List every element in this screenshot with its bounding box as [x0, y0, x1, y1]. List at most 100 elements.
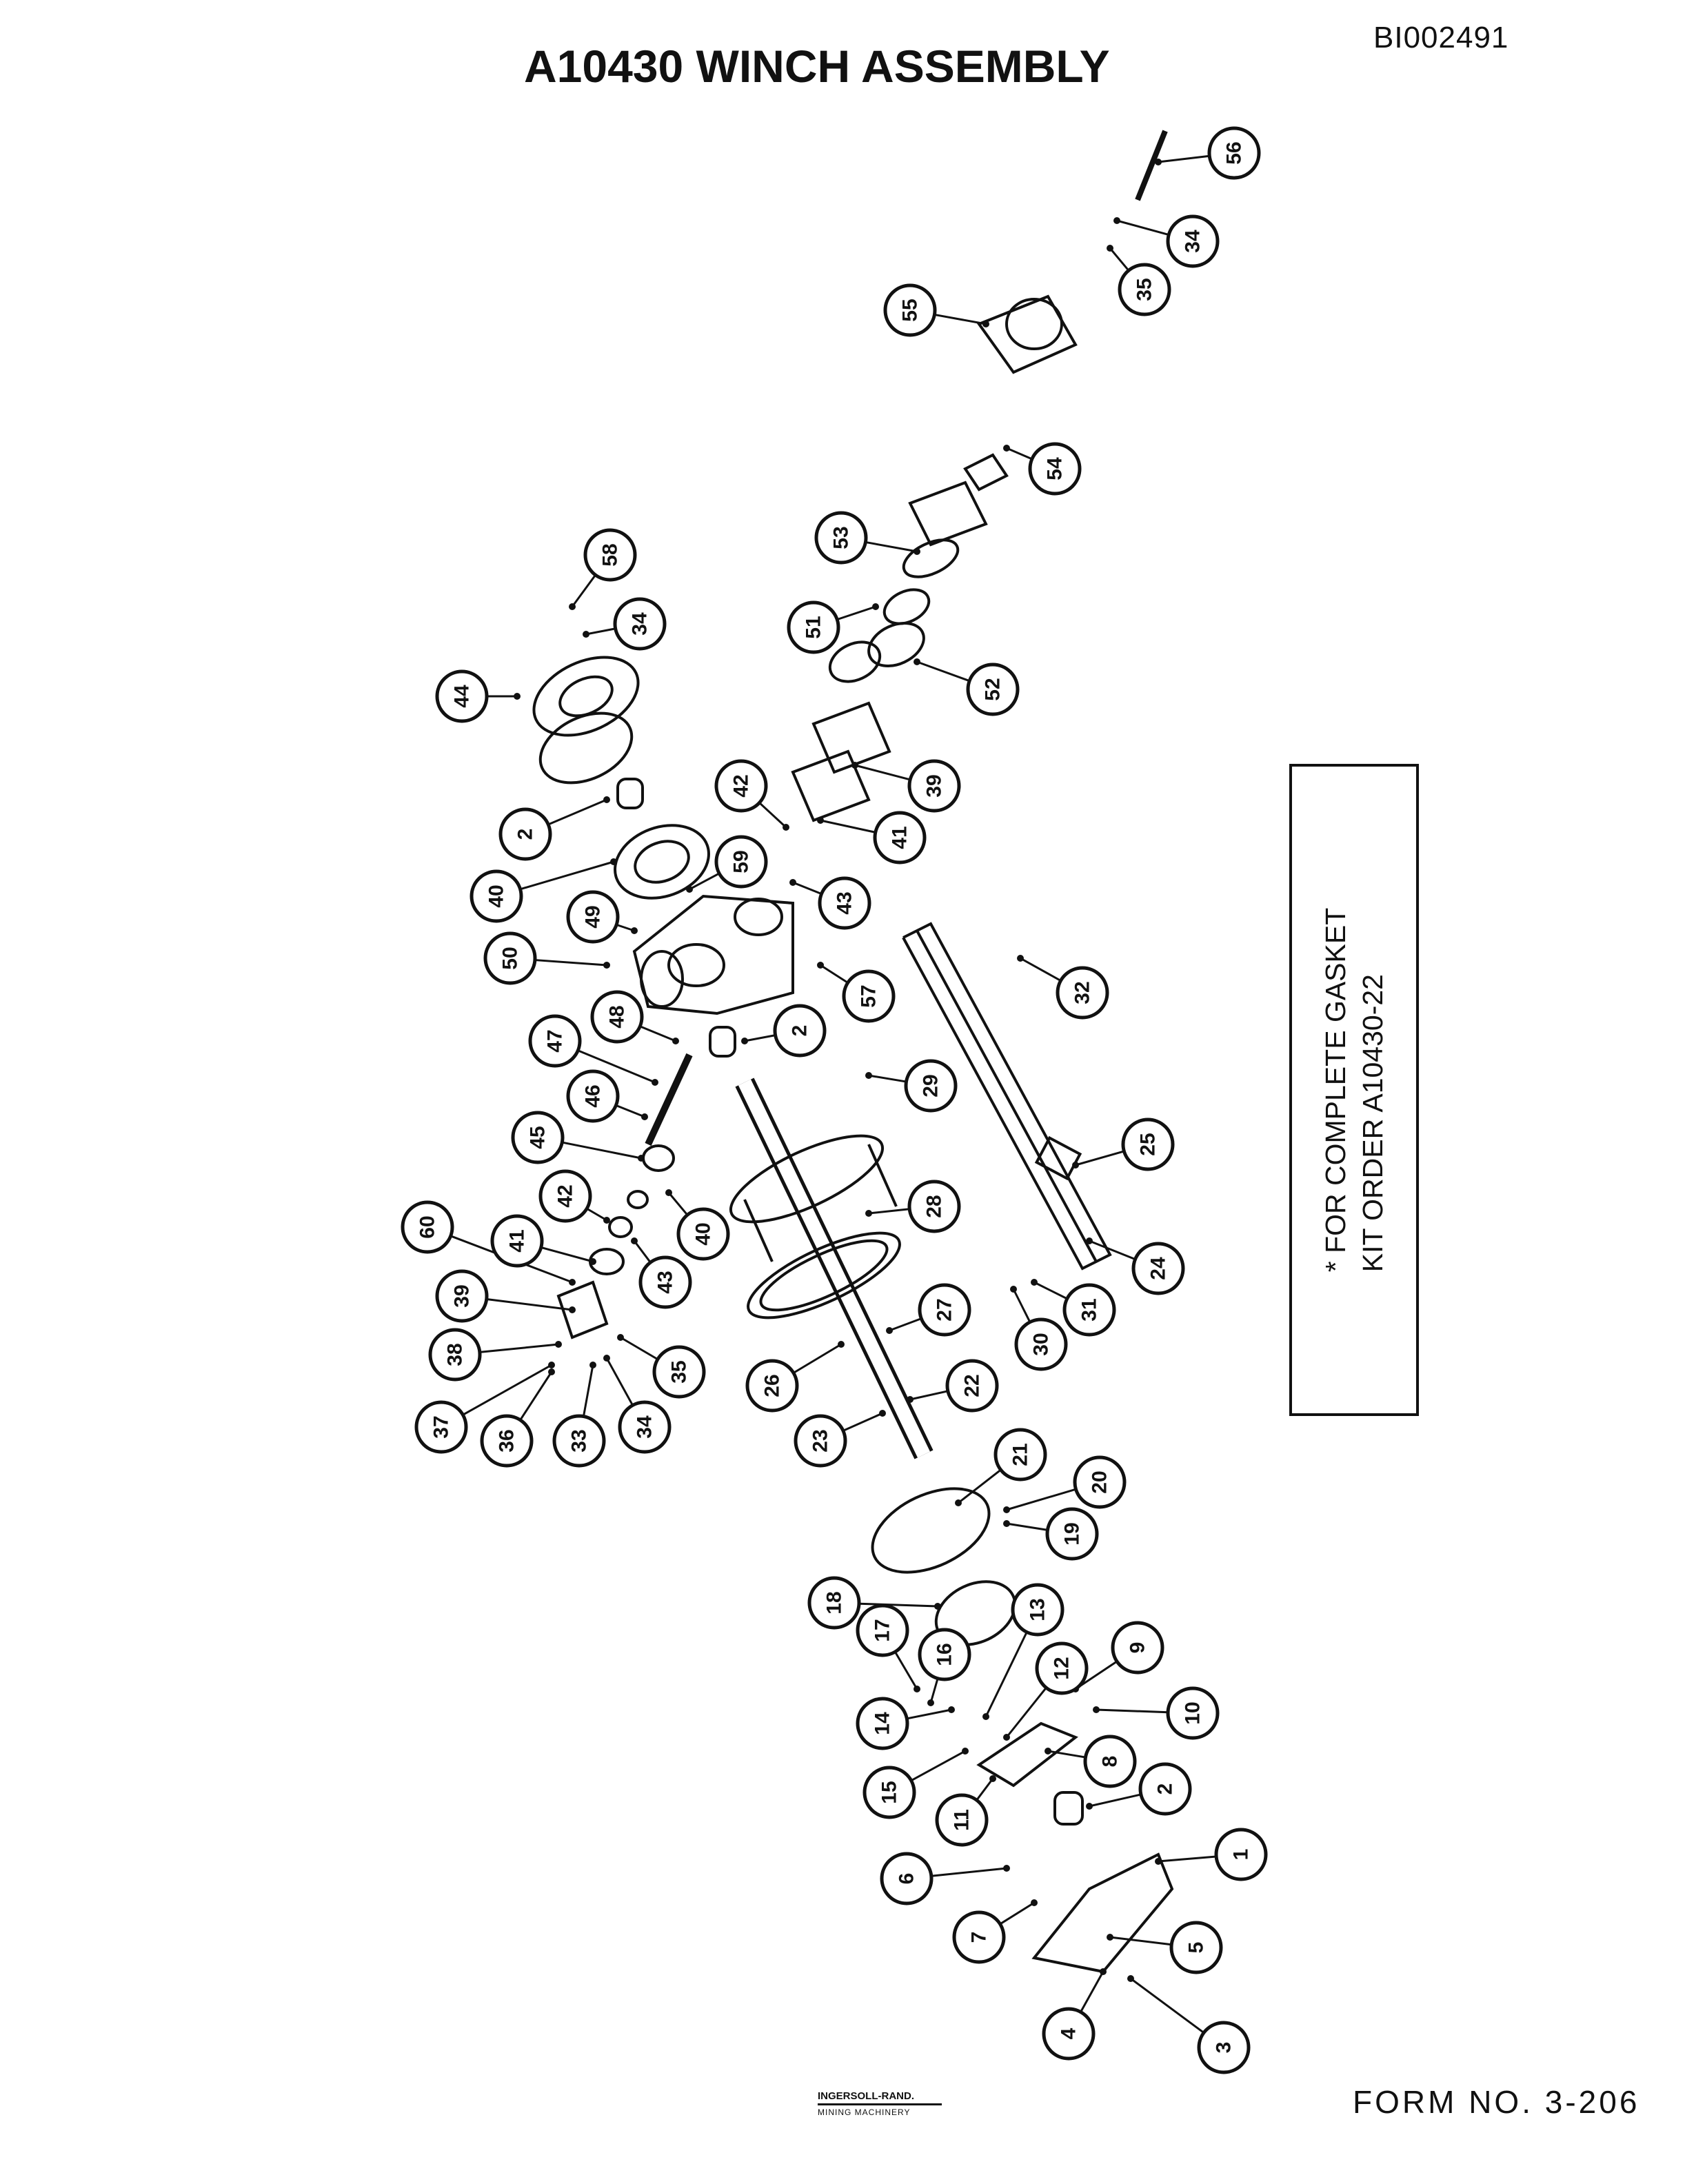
- callout-circle: [1014, 1317, 1068, 1371]
- callout-31: 31: [1062, 1283, 1116, 1337]
- callout-13: 13: [1011, 1583, 1065, 1637]
- bearing-part: [616, 778, 644, 809]
- leader-arrowhead: [989, 1775, 996, 1782]
- leader-line: [577, 1049, 656, 1084]
- callout-32: 32: [1056, 966, 1109, 1020]
- callout-29: 29: [904, 1059, 958, 1113]
- callout-number: 6: [896, 1873, 918, 1885]
- leader-line: [479, 1343, 559, 1353]
- leader-line: [1109, 1936, 1172, 1946]
- leader-arrowhead: [1107, 245, 1113, 252]
- callout-2: 2: [1138, 1762, 1192, 1816]
- callout-number: 16: [934, 1643, 956, 1666]
- leader-line: [486, 1297, 573, 1311]
- leader-arrowhead: [569, 603, 576, 610]
- leader-arrowhead: [783, 824, 789, 831]
- callout-47: 47: [528, 1014, 582, 1068]
- page-title: A10430 WINCH ASSEMBLY: [524, 41, 1110, 92]
- callout-number: 41: [889, 826, 911, 849]
- motor-55-part: [976, 294, 1078, 374]
- callout-number: 37: [430, 1415, 453, 1438]
- callout-circle: [470, 869, 523, 923]
- callout-circle: [483, 931, 537, 985]
- callout-number: 1: [1230, 1849, 1253, 1861]
- callout-number: 3: [1213, 2042, 1235, 2054]
- leader-line: [585, 627, 616, 636]
- callout-3: 3: [1197, 2021, 1251, 2074]
- seal-part: [828, 640, 882, 683]
- leader-arrowhead: [652, 1079, 658, 1086]
- part-drawings: [532, 130, 1174, 1974]
- callout-40: 40: [470, 869, 523, 923]
- gasket-part: [811, 701, 891, 774]
- leader-arrowhead: [569, 1306, 576, 1313]
- callout-number: 2: [514, 829, 537, 840]
- callout-number: 57: [858, 984, 880, 1007]
- callout-number: 10: [1182, 1701, 1204, 1724]
- callout-circle: [918, 1628, 971, 1681]
- leader-arrowhead: [610, 858, 617, 865]
- callout-circle: [638, 1255, 692, 1309]
- callout-10: 10: [1166, 1686, 1220, 1740]
- callout-36: 36: [480, 1414, 534, 1468]
- leader-line: [999, 1901, 1035, 1925]
- callout-circle: [842, 969, 896, 1023]
- callout-25: 25: [1121, 1118, 1175, 1171]
- callout-20: 20: [1073, 1455, 1127, 1509]
- callout-number: 29: [920, 1074, 942, 1097]
- leader-arrowhead: [1017, 955, 1024, 962]
- washer-part: [627, 1190, 649, 1209]
- callout-35: 35: [1118, 263, 1171, 316]
- callout-59: 59: [714, 835, 768, 889]
- callout-54: 54: [1028, 442, 1082, 496]
- form-number: FORM NO. 3-206: [1353, 2084, 1640, 2120]
- callout-8: 8: [1083, 1735, 1137, 1788]
- callout-circle: [907, 759, 961, 813]
- callout-circle: [428, 1328, 482, 1382]
- callout-number: 24: [1147, 1257, 1170, 1280]
- leader-line: [854, 764, 911, 781]
- leader-line: [562, 1141, 642, 1160]
- callout-circle: [880, 1852, 934, 1905]
- callout-circle: [435, 669, 489, 723]
- leader-arrowhead: [1155, 1858, 1162, 1865]
- callout-circle: [538, 1169, 592, 1223]
- callout-circle: [618, 1400, 672, 1454]
- callout-number: 42: [730, 774, 753, 797]
- leader-line: [582, 1364, 594, 1417]
- callout-45: 45: [511, 1111, 565, 1164]
- callout-number: 50: [499, 947, 522, 969]
- callout-number: 35: [1133, 278, 1156, 301]
- callout-bubbles: 5634355554535152394142435957583444240495…: [401, 126, 1268, 2074]
- callout-circle: [1073, 1455, 1127, 1509]
- leader-arrowhead: [741, 1038, 748, 1044]
- callout-26: 26: [745, 1359, 799, 1413]
- leader-line: [976, 1778, 994, 1801]
- leader-line: [1006, 447, 1033, 461]
- callout-number: 30: [1030, 1333, 1053, 1355]
- leader-arrowhead: [1093, 1706, 1100, 1713]
- leader-line: [842, 1412, 883, 1432]
- callout-circle: [1045, 1507, 1099, 1561]
- callout-circle: [652, 1345, 706, 1399]
- leader-line: [1012, 1288, 1031, 1323]
- leader-line: [1006, 1488, 1076, 1511]
- leader-line: [1005, 1687, 1047, 1738]
- callout-circle: [1042, 2007, 1096, 2061]
- logo-line-2: MINING MACHINERY: [818, 2107, 911, 2117]
- leader-line: [605, 1357, 634, 1406]
- callout-number: 21: [1009, 1443, 1032, 1466]
- callout-number: 19: [1061, 1522, 1084, 1545]
- callout-number: 32: [1071, 981, 1094, 1004]
- callout-34: 34: [1166, 214, 1220, 268]
- callout-number: 31: [1078, 1298, 1101, 1321]
- callout-number: 12: [1051, 1657, 1073, 1679]
- leader-arrowhead: [872, 603, 879, 610]
- callout-30: 30: [1014, 1317, 1068, 1371]
- logo-line-1: INGERSOLL-RAND.: [818, 2090, 942, 2105]
- callout-number: 4: [1058, 2028, 1080, 2039]
- callout-46: 46: [566, 1069, 620, 1123]
- leader-arrowhead: [1003, 1734, 1010, 1741]
